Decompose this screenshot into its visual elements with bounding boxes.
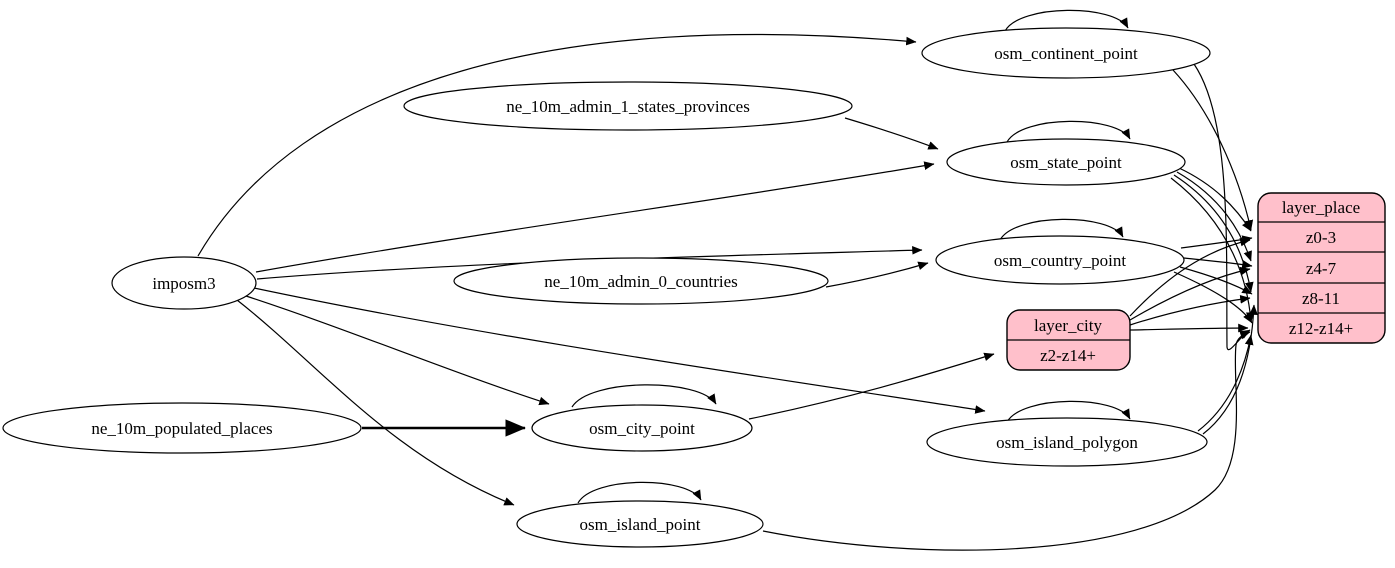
node-osm_city_point-label: osm_city_point (589, 419, 695, 438)
node-ne_10m_populated_places-shape (2, 402, 362, 454)
node-osm_island_point: osm_island_point (516, 500, 764, 548)
node-ne_10m_admin_1_states_provinces: ne_10m_admin_1_states_provinces (403, 81, 853, 131)
node-layer_city-label: layer_city (1034, 316, 1102, 335)
node-osm_city_point-shape (531, 404, 753, 452)
edges-layer (197, 9, 1258, 551)
node-osm_country_point: osm_country_point (935, 235, 1185, 285)
edge-osm_continent_point-layer_place-z0-3 (1172, 69, 1254, 231)
node-imposm3-label: imposm3 (152, 274, 215, 293)
node-osm_country_point-label: osm_country_point (994, 251, 1126, 270)
node-osm_country_point-shape (935, 235, 1185, 285)
edge-imposm3-osm_state_point (255, 161, 935, 273)
selfloop-osm_city_point (571, 384, 717, 408)
selfloop-osm_state_point (1006, 120, 1131, 143)
node-osm_continent_point-shape (921, 27, 1211, 79)
node-layer_place-box (1257, 192, 1386, 344)
edge-layer_city-layer_place-z12-z14 (1129, 323, 1249, 333)
node-osm_continent_point-label: osm_continent_point (994, 44, 1138, 63)
node-layer_place-row-z4-7: z4-7 (1306, 259, 1337, 278)
node-layer_city-row-z2-z14: z2-z14+ (1040, 346, 1096, 365)
node-ne_10m_admin_1_states_provinces-label: ne_10m_admin_1_states_provinces (506, 97, 750, 116)
node-ne_10m_populated_places-label: ne_10m_populated_places (91, 419, 272, 438)
node-imposm3-shape (111, 256, 257, 310)
nodes-layer: imposm3 ne_10m_admin_1_states_provinces … (2, 27, 1386, 548)
edge-osm_country_point-layer_place-z8-11 (1179, 266, 1253, 295)
edge-osm_country_point-layer_place-z0-3 (1180, 235, 1253, 249)
node-ne_10m_admin_0_countries: ne_10m_admin_0_countries (453, 257, 829, 305)
node-layer_place-row-z12-z14: z12-z14+ (1289, 319, 1353, 338)
edge-osm_island_polygon-layer_place-z12-z14 (1197, 334, 1254, 432)
node-ne_10m_admin_0_countries-label: ne_10m_admin_0_countries (544, 272, 738, 291)
edge-ne_10m_admin_1_states_provinces-osm_state_point (844, 117, 939, 150)
node-osm_island_polygon-shape (926, 417, 1208, 467)
node-osm_island_polygon: osm_island_polygon (926, 417, 1208, 467)
edge-osm_city_point-layer_city-z2-z14 (748, 352, 995, 420)
node-osm_continent_point: osm_continent_point (921, 27, 1211, 79)
selfloop-osm_continent_point (1004, 9, 1129, 32)
edge-layer_city-layer_place-z0-3 (1129, 237, 1251, 317)
edge-imposm3-osm_island_polygon (253, 287, 986, 414)
node-osm_island_polygon-label: osm_island_polygon (996, 433, 1138, 452)
node-osm_city_point: osm_city_point (531, 404, 753, 452)
edge-osm_country_point-layer_place-z4-7 (1183, 257, 1253, 269)
edge-imposm3-osm_city_point (245, 295, 550, 406)
edge-imposm3-osm_continent_point (197, 33, 917, 257)
edge-layer_city-layer_place-z4-7 (1129, 266, 1251, 321)
edge-imposm3-osm_island_point (236, 299, 515, 506)
node-osm_island_point-label: osm_island_point (580, 515, 701, 534)
edge-ne_10m_admin_0_countries-osm_country_point (825, 261, 929, 288)
edge-layer_city-layer_place-z8-11 (1129, 295, 1251, 326)
node-osm_state_point-shape (946, 138, 1186, 186)
node-imposm3: imposm3 (111, 256, 257, 310)
selfloop-osm_country_point (999, 218, 1124, 241)
node-ne_10m_populated_places: ne_10m_populated_places (2, 402, 362, 454)
edge-osm_state_point-layer_place-z0-3 (1178, 167, 1252, 232)
edge-osm_state_point-layer_place-z8-11 (1173, 174, 1254, 293)
node-layer_place-label: layer_place (1282, 198, 1360, 217)
edge-osm_island_polygon-layer_place-z8-11 (1202, 304, 1258, 435)
edge-osm_state_point-layer_place-z4-7 (1176, 171, 1252, 262)
selfloop-osm_island_polygon (1006, 400, 1131, 423)
node-ne_10m_admin_0_countries-shape (453, 257, 829, 305)
node-osm_island_point-shape (516, 500, 764, 548)
node-osm_state_point-label: osm_state_point (1010, 153, 1122, 172)
node-layer_place: layer_place z0-3 z4-7 z8-11 z12-z14+ (1257, 192, 1386, 344)
edge-osm_continent_point-layer_place-z12-z14 (1193, 63, 1251, 351)
node-osm_state_point: osm_state_point (946, 138, 1186, 186)
selfloop-osm_island_point (577, 481, 702, 504)
node-layer_city: layer_city z2-z14+ (1006, 309, 1131, 371)
node-ne_10m_admin_1_states_provinces-shape (403, 81, 853, 131)
node-layer_place-row-z0-3: z0-3 (1306, 228, 1336, 247)
node-layer_place-row-z8-11: z8-11 (1302, 289, 1340, 308)
edge-osm_island_point-layer_place-z12-z14 (762, 330, 1251, 551)
